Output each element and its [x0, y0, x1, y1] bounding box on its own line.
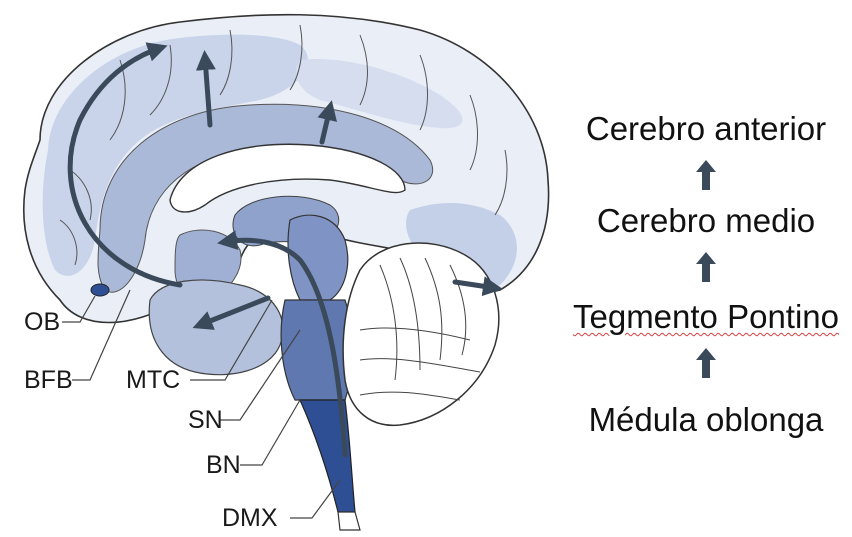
label-bfb: BFB [24, 368, 73, 393]
temporal-lobe [149, 280, 283, 375]
up-arrow-icon [694, 158, 718, 192]
up-arrow-icon [694, 250, 718, 284]
up-arrow-icon [694, 346, 718, 380]
stage-medula-oblonga: Médula oblonga [560, 403, 852, 436]
stage-cerebro-anterior: Cerebro anterior [560, 112, 852, 145]
label-mtc: MTC [126, 368, 180, 393]
pons [281, 300, 352, 400]
brain-sagittal-illustration [0, 0, 560, 537]
label-ob: OB [24, 310, 60, 335]
cerebellum [343, 243, 499, 425]
stage-tegmento-pontino: Tegmento Pontino [560, 300, 852, 333]
label-sn: SN [188, 408, 223, 433]
stage-cerebro-medio: Cerebro medio [560, 204, 852, 237]
spinal-cord-outline [338, 512, 360, 530]
label-dmx: DMX [222, 506, 278, 531]
olfactory-bulb [91, 284, 109, 296]
label-bn: BN [206, 453, 241, 478]
